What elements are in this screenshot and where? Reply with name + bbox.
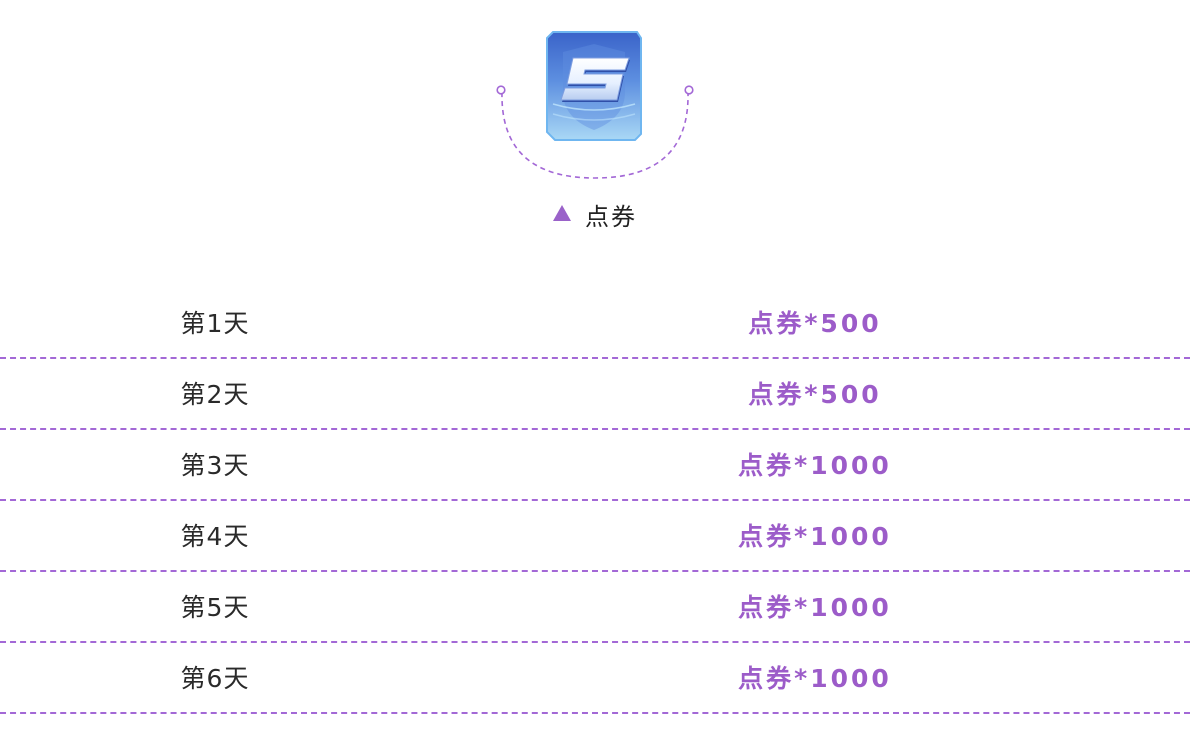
day-cell: 第3天 [180,451,250,480]
prize-cell: 点券*500 [748,309,882,338]
day-cell: 第2天 [180,380,250,409]
prize-cell: 点券*1000 [738,664,892,693]
day-cell: 第5天 [180,593,250,622]
reward-label: 点券 [0,196,1190,232]
table-row: 第6天 点券*1000 [0,643,1190,714]
triangle-up-icon [553,205,571,221]
reward-header: 点券 [0,0,1190,250]
reward-label-text: 点券 [585,202,637,231]
table-row: 第2天 点券*500 [0,359,1190,430]
reward-table: 第1天 点券*500 第2天 点券*500 第3天 点券*1000 第4天 点券… [0,288,1190,714]
prize-cell: 点券*1000 [738,522,892,551]
table-row: 第4天 点券*1000 [0,501,1190,572]
day-cell: 第6天 [180,664,250,693]
table-row: 第5天 点券*1000 [0,572,1190,643]
coupon-s-icon [546,31,642,141]
prize-cell: 点券*1000 [738,593,892,622]
arc-decoration [496,85,694,179]
prize-cell: 点券*500 [748,380,882,409]
day-cell: 第1天 [180,309,250,338]
day-cell: 第4天 [180,522,250,551]
table-row: 第1天 点券*500 [0,288,1190,359]
prize-cell: 点券*1000 [738,451,892,480]
table-row: 第3天 点券*1000 [0,430,1190,501]
